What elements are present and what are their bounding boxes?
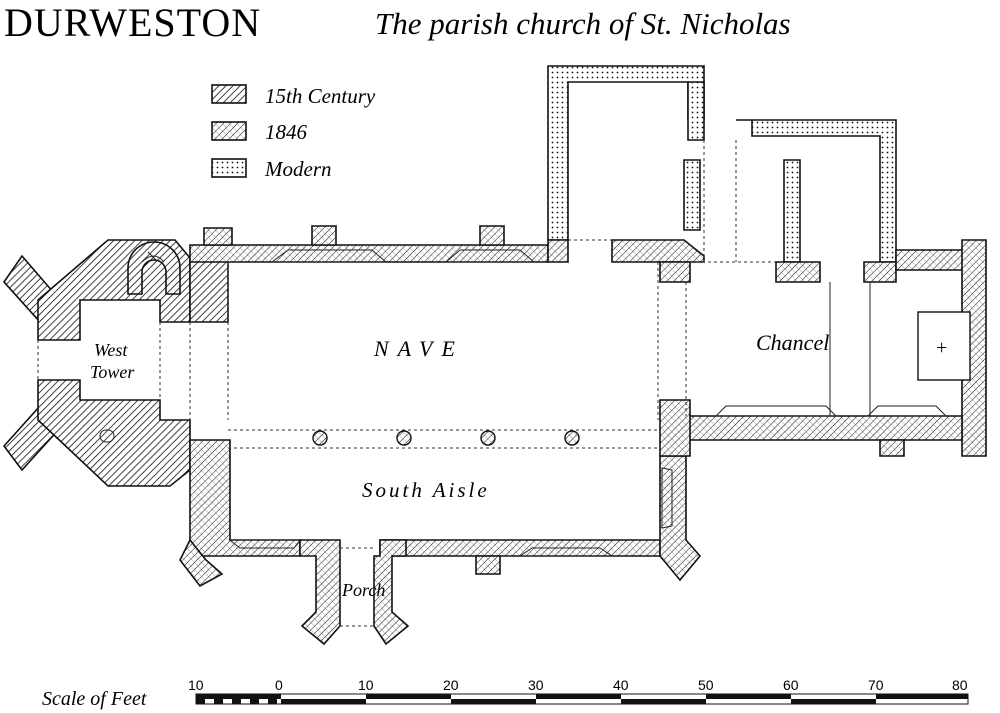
porch: Porch bbox=[299, 539, 410, 646]
legend-swatch-15th-century bbox=[211, 84, 247, 104]
nave-label: NAVE bbox=[373, 336, 464, 361]
chancel-walls: + bbox=[659, 239, 987, 457]
scale-of-feet: Scale of Feet 10 0 10 20 30 40 50 60 70 … bbox=[42, 677, 969, 710]
scale-tick-label: 60 bbox=[783, 677, 799, 693]
scale-title: Scale of Feet bbox=[42, 688, 147, 710]
stair-steps-icon bbox=[141, 251, 165, 263]
north-chapel bbox=[547, 65, 897, 283]
south-aisle-wall bbox=[179, 439, 702, 588]
chancel-label: Chancel bbox=[756, 330, 829, 355]
tower-niche bbox=[99, 429, 115, 443]
legend-swatch-modern bbox=[211, 158, 247, 178]
arcade-pier bbox=[480, 430, 496, 446]
title-subtitle: The parish church of St. Nicholas bbox=[375, 6, 791, 41]
scale-tick-label: 10 bbox=[188, 677, 204, 693]
altar bbox=[917, 311, 971, 381]
scale-tick-label: 70 bbox=[868, 677, 884, 693]
scale-tick-label: 0 bbox=[275, 677, 283, 693]
south-aisle-label: South Aisle bbox=[362, 478, 490, 502]
west-tower-label-line2: Tower bbox=[90, 362, 135, 382]
scale-tick-label: 80 bbox=[952, 677, 968, 693]
legend-label-15th-century: 15th Century bbox=[265, 84, 376, 108]
scale-tick-label: 40 bbox=[613, 677, 629, 693]
legend-label-1846: 1846 bbox=[265, 120, 308, 144]
porch-label: Porch bbox=[341, 580, 385, 600]
altar-cross: + bbox=[936, 337, 947, 359]
legend-swatch-1846 bbox=[211, 121, 247, 141]
legend: 15th Century 1846 Modern bbox=[211, 84, 376, 181]
scale-tick-label: 20 bbox=[443, 677, 459, 693]
title-place: DURWESTON bbox=[4, 0, 261, 45]
west-tower-label-line1: West bbox=[94, 340, 128, 360]
west-tower bbox=[2, 239, 229, 487]
scale-tick-label: 30 bbox=[528, 677, 544, 693]
tower-wall-south bbox=[37, 379, 191, 487]
arcade-pier bbox=[312, 430, 328, 446]
arcade-piers bbox=[312, 430, 580, 446]
arcade-pier bbox=[564, 430, 580, 446]
legend-label-modern: Modern bbox=[264, 157, 332, 181]
arcade-pier bbox=[396, 430, 412, 446]
nave-north-wall bbox=[189, 225, 549, 263]
tower-stair bbox=[127, 241, 181, 295]
scale-tick-label: 10 bbox=[358, 677, 374, 693]
scale-tick-label: 50 bbox=[698, 677, 714, 693]
